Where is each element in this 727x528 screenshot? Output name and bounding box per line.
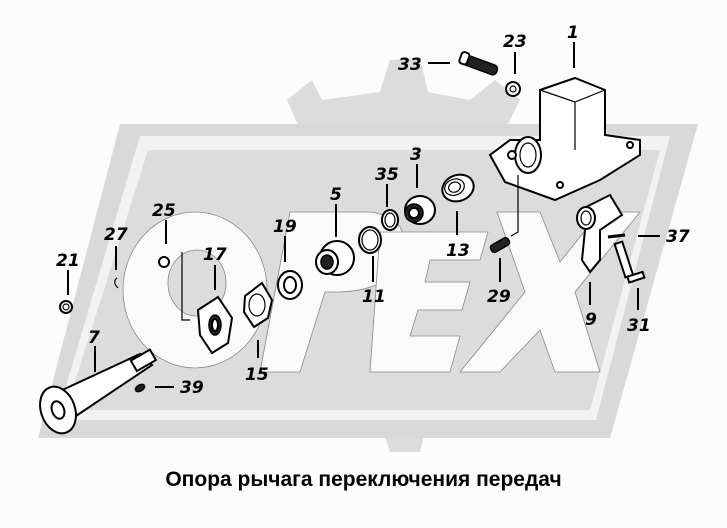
label-11: 11 [362, 287, 386, 307]
part-29-stud [489, 236, 511, 254]
label-21: 21 [56, 251, 80, 271]
label-29: 29 [487, 287, 511, 307]
label-3: 3 [410, 145, 422, 165]
leader-lines [67, 42, 660, 388]
part-39-key [134, 383, 146, 393]
part-5-bushing [315, 240, 355, 276]
label-19: 19 [273, 217, 297, 237]
label-27: 27 [104, 225, 128, 245]
watermark-letter-e [369, 231, 489, 373]
part-7-shaft [39, 348, 158, 435]
label-39: 39 [180, 378, 204, 398]
label-17: 17 [203, 245, 227, 265]
diagram-caption: Опора рычага переключения передач [165, 468, 562, 491]
part-31-bolt [613, 240, 646, 284]
part-13-boot [441, 173, 475, 203]
label-5: 5 [330, 185, 342, 205]
label-9: 9 [585, 310, 597, 330]
label-35: 35 [375, 165, 399, 185]
label-15: 15 [245, 365, 269, 385]
label-13: 13 [446, 241, 470, 261]
label-31: 31 [627, 316, 651, 336]
part-27-lock-washer [114, 277, 119, 289]
part-17-cover-plate [196, 295, 234, 355]
part-37-washer [607, 233, 626, 239]
label-23: 23 [503, 32, 527, 52]
label-25: 25 [152, 201, 176, 221]
part-labels: 1 3 5 7 9 11 13 15 17 19 21 23 25 27 29 … [56, 23, 690, 398]
part-23-nut [505, 81, 521, 97]
part-33-bolt [458, 51, 499, 76]
part-9-lever [576, 193, 624, 274]
label-1: 1 [567, 23, 579, 43]
label-37: 37 [666, 227, 690, 247]
part-21-nut [59, 300, 73, 314]
part-3-bushing [404, 195, 436, 225]
part-15-gasket [242, 281, 274, 329]
label-33: 33 [398, 55, 422, 75]
part-25-nut [158, 256, 170, 268]
label-7: 7 [88, 328, 100, 348]
part-1-housing [488, 76, 641, 202]
